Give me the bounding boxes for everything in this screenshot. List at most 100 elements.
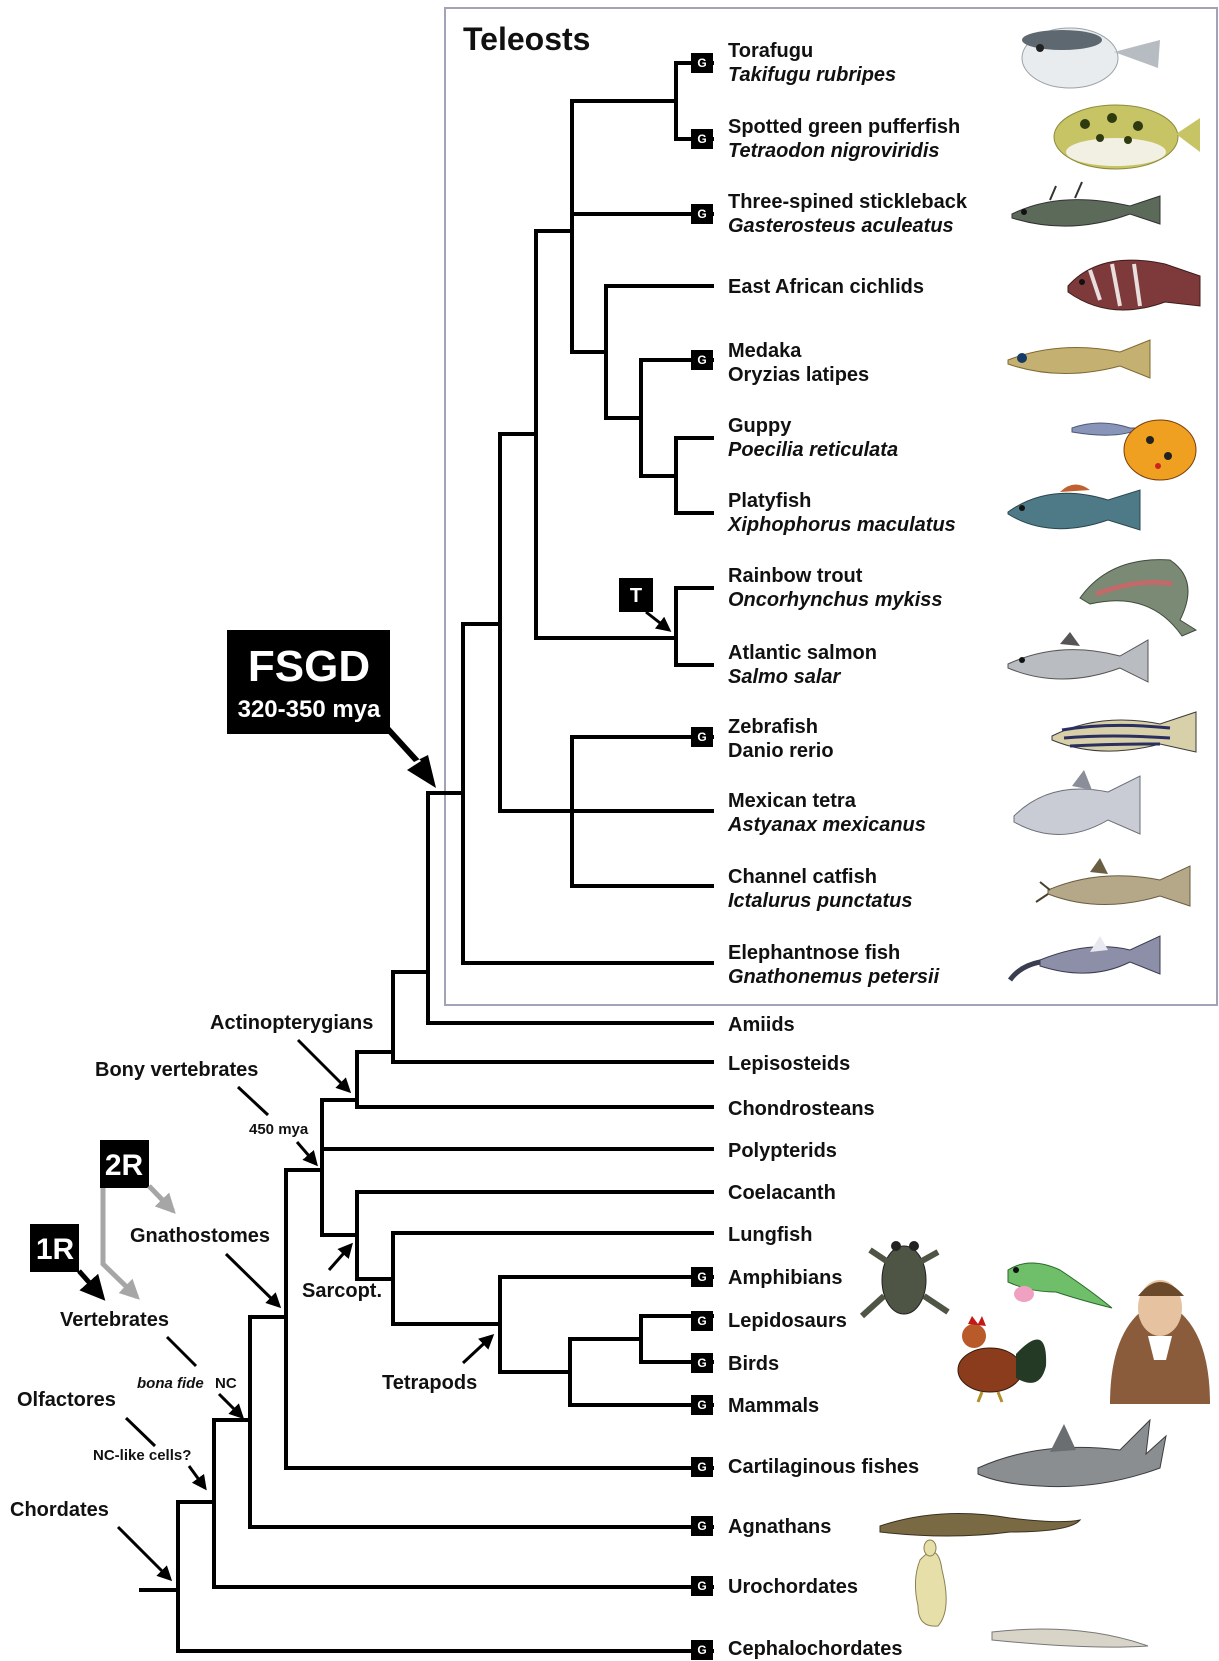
stickleback-icon bbox=[1012, 182, 1160, 226]
taxon-common-name: Medaka bbox=[728, 340, 802, 362]
taxon-common-name: Agnathans bbox=[728, 1516, 831, 1538]
nc-like-cells-label: NC-like cells? bbox=[93, 1447, 191, 1464]
spotted-pufferfish-icon bbox=[1054, 105, 1200, 169]
pufferfish-icon bbox=[1022, 28, 1160, 88]
clade-gnathostomes: Gnathostomes bbox=[130, 1225, 270, 1247]
taxon-channel-catfish: Channel catfish Ictalurus punctatus bbox=[728, 866, 912, 912]
genome-marker-label: G bbox=[697, 1398, 706, 1412]
one-r-label: 1R bbox=[36, 1233, 75, 1266]
olfactores-arrow-icon bbox=[189, 1466, 205, 1488]
taxon-common-name: Elephantnose fish bbox=[728, 942, 900, 964]
taxon-common-name: East African cichlids bbox=[728, 276, 924, 298]
clade-sarcopterygians: Sarcopt. bbox=[302, 1280, 382, 1302]
medaka-icon bbox=[1008, 340, 1150, 378]
shark-icon bbox=[978, 1420, 1166, 1487]
taxon-atlantic-salmon: Atlantic salmon Salmo salar bbox=[728, 642, 877, 688]
fsgd-callout: FSGD 320-350 mya bbox=[227, 630, 436, 788]
taxon-scientific-name: Takifugu rubripes bbox=[728, 64, 896, 86]
actinopterygians-arrow-icon bbox=[298, 1040, 349, 1091]
taxon-common-name: Lepidosaurs bbox=[728, 1310, 847, 1332]
taxon-coelacanth: Coelacanth bbox=[728, 1182, 836, 1204]
clade-chordates: Chordates bbox=[10, 1499, 109, 1521]
frog-icon bbox=[862, 1241, 948, 1316]
taxon-rainbow-trout: Rainbow trout Oncorhynchus mykiss bbox=[728, 565, 943, 611]
genome-marker-label: G bbox=[697, 1314, 706, 1328]
clade-tetrapods: Tetrapods bbox=[382, 1372, 477, 1394]
vertebrates-leader bbox=[167, 1337, 196, 1366]
taxon-urochordates: G Urochordates bbox=[691, 1576, 858, 1598]
salmonid-duplication-marker: T bbox=[619, 578, 669, 630]
t-pointer-arrow-icon bbox=[646, 612, 669, 630]
taxon-stickleback: G Three-spined stickleback Gasterosteus … bbox=[691, 191, 968, 237]
portrait-icon bbox=[1110, 1280, 1210, 1404]
bony-vertebrates-date: 450 mya bbox=[249, 1121, 309, 1138]
fsgd-title: FSGD bbox=[248, 642, 370, 691]
teleosts-title: Teleosts bbox=[463, 21, 590, 57]
taxon-common-name: Cartilaginous fishes bbox=[728, 1456, 919, 1478]
taxon-common-name: Torafugu bbox=[728, 40, 813, 62]
genome-marker-label: G bbox=[697, 1643, 706, 1657]
tree-branches bbox=[141, 63, 712, 1651]
taxon-guppy: Guppy Poecilia reticulata bbox=[728, 415, 898, 461]
vertebrates-arrow-icon bbox=[219, 1394, 242, 1417]
taxon-common-name: Zebrafish bbox=[728, 716, 818, 738]
taxon-scientific-name: Gasterosteus aculeatus bbox=[728, 215, 954, 237]
cichlid-icon bbox=[1068, 260, 1200, 310]
taxon-common-name: Guppy bbox=[728, 415, 792, 437]
taxon-elephantnose: Elephantnose fish Gnathonemus petersii bbox=[728, 942, 940, 988]
tetrapods-arrow-icon bbox=[463, 1336, 492, 1363]
genome-marker-label: G bbox=[697, 1579, 706, 1593]
taxon-common-name: Channel catfish bbox=[728, 866, 877, 888]
taxon-agnathans: G Agnathans bbox=[691, 1516, 831, 1538]
salmon-icon bbox=[1008, 632, 1148, 682]
guppy-icon bbox=[1072, 420, 1196, 480]
genome-marker-label: G bbox=[697, 1270, 706, 1284]
taxon-labels: G Torafugu Takifugu rubripes G Spotted g… bbox=[691, 40, 968, 1660]
taxon-green-pufferfish: G Spotted green pufferfish Tetraodon nig… bbox=[691, 116, 960, 162]
taxon-common-name: Mexican tetra bbox=[728, 790, 857, 812]
taxon-scientific-name: Tetraodon nigroviridis bbox=[728, 140, 940, 162]
t-badge-label: T bbox=[630, 585, 642, 607]
lizard-icon bbox=[1008, 1263, 1112, 1308]
platyfish-icon bbox=[1008, 484, 1140, 530]
taxon-common-name: Platyfish bbox=[728, 490, 811, 512]
two-r-arrow-gnathostomes-icon bbox=[149, 1186, 173, 1211]
lancelet-icon bbox=[992, 1629, 1148, 1647]
olfactores-leader bbox=[126, 1418, 155, 1446]
taxon-mexican-tetra: Mexican tetra Astyanax mexicanus bbox=[727, 790, 926, 836]
zebrafish-icon bbox=[1052, 712, 1196, 752]
chordates-arrow-icon bbox=[118, 1527, 170, 1579]
two-r-label: 2R bbox=[105, 1149, 144, 1182]
taxon-common-name: Spotted green pufferfish bbox=[728, 116, 960, 138]
lamprey-icon bbox=[880, 1514, 1080, 1537]
taxon-scientific-name: Xiphophorus maculatus bbox=[727, 514, 956, 536]
bona-fide-label: bona fide bbox=[137, 1375, 204, 1392]
genome-marker-label: G bbox=[697, 1356, 706, 1370]
taxon-common-name: Mammals bbox=[728, 1395, 819, 1417]
taxon-scientific-name: Ictalurus punctatus bbox=[728, 890, 912, 912]
bony-vertebrates-leader bbox=[238, 1087, 268, 1115]
trout-icon bbox=[1080, 560, 1196, 636]
taxon-cartilaginous: G Cartilaginous fishes bbox=[691, 1456, 919, 1478]
rooster-icon bbox=[958, 1316, 1046, 1402]
taxon-common-name: Cephalochordates bbox=[728, 1638, 902, 1660]
elephantnose-icon bbox=[1010, 936, 1160, 980]
sarcopterygians-arrow-icon bbox=[329, 1245, 351, 1270]
taxon-lungfish: Lungfish bbox=[728, 1224, 812, 1246]
organism-illustrations bbox=[862, 28, 1210, 1647]
taxon-cichlids: East African cichlids bbox=[728, 276, 924, 298]
fsgd-arrow-icon bbox=[383, 727, 436, 788]
taxon-common-name: Atlantic salmon bbox=[728, 642, 877, 664]
taxon-polypterids: Polypterids bbox=[728, 1140, 837, 1162]
taxon-common-name: Birds bbox=[728, 1353, 779, 1375]
taxon-lepidosaurs: G Lepidosaurs bbox=[691, 1310, 847, 1332]
clade-vertebrates: Vertebrates bbox=[60, 1309, 169, 1331]
tetra-icon bbox=[1014, 770, 1140, 835]
whole-genome-duplication-markers: 2R 1R bbox=[30, 1140, 173, 1297]
nc-label: NC bbox=[215, 1375, 237, 1392]
taxon-amiids: Amiids bbox=[728, 1014, 795, 1036]
taxon-platyfish: Platyfish Xiphophorus maculatus bbox=[727, 490, 956, 536]
taxon-torafugu: G Torafugu Takifugu rubripes bbox=[691, 40, 896, 86]
